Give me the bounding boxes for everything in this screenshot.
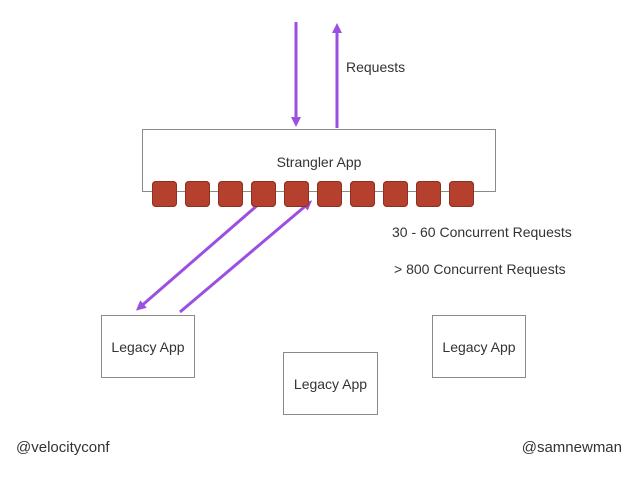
legacy-app-label: Legacy App	[442, 339, 516, 355]
legacy-app-label: Legacy App	[293, 376, 368, 392]
connection-slot	[284, 181, 309, 207]
concurrent-requests-label: 30 - 60 Concurrent Requests	[392, 224, 572, 240]
connection-slot	[383, 181, 408, 207]
connection-pool	[152, 181, 474, 207]
connection-slot	[416, 181, 441, 207]
legacy-app-box-right: Legacy App	[432, 315, 526, 378]
connection-slot	[317, 181, 342, 207]
connection-slot	[152, 181, 177, 207]
footer-handle-left: @velocityconf	[16, 439, 110, 456]
legacy-app-box-center: Legacy App	[283, 352, 378, 415]
strangler-app-label: Strangler App	[276, 154, 362, 170]
connection-slot	[350, 181, 375, 207]
connection-slot	[251, 181, 276, 207]
connection-slot	[185, 181, 210, 207]
connection-slot	[218, 181, 243, 207]
over-concurrent-requests-label: > 800 Concurrent Requests	[394, 261, 566, 277]
requests-label: Requests	[346, 59, 406, 75]
legacy-app-box-left: Legacy App	[101, 315, 195, 378]
footer-handle-right: @samnewman	[521, 439, 622, 456]
to-legacy-arrow	[135, 201, 261, 311]
connection-slot	[449, 181, 474, 207]
from-legacy-arrow	[179, 200, 313, 314]
legacy-app-label: Legacy App	[111, 339, 185, 355]
